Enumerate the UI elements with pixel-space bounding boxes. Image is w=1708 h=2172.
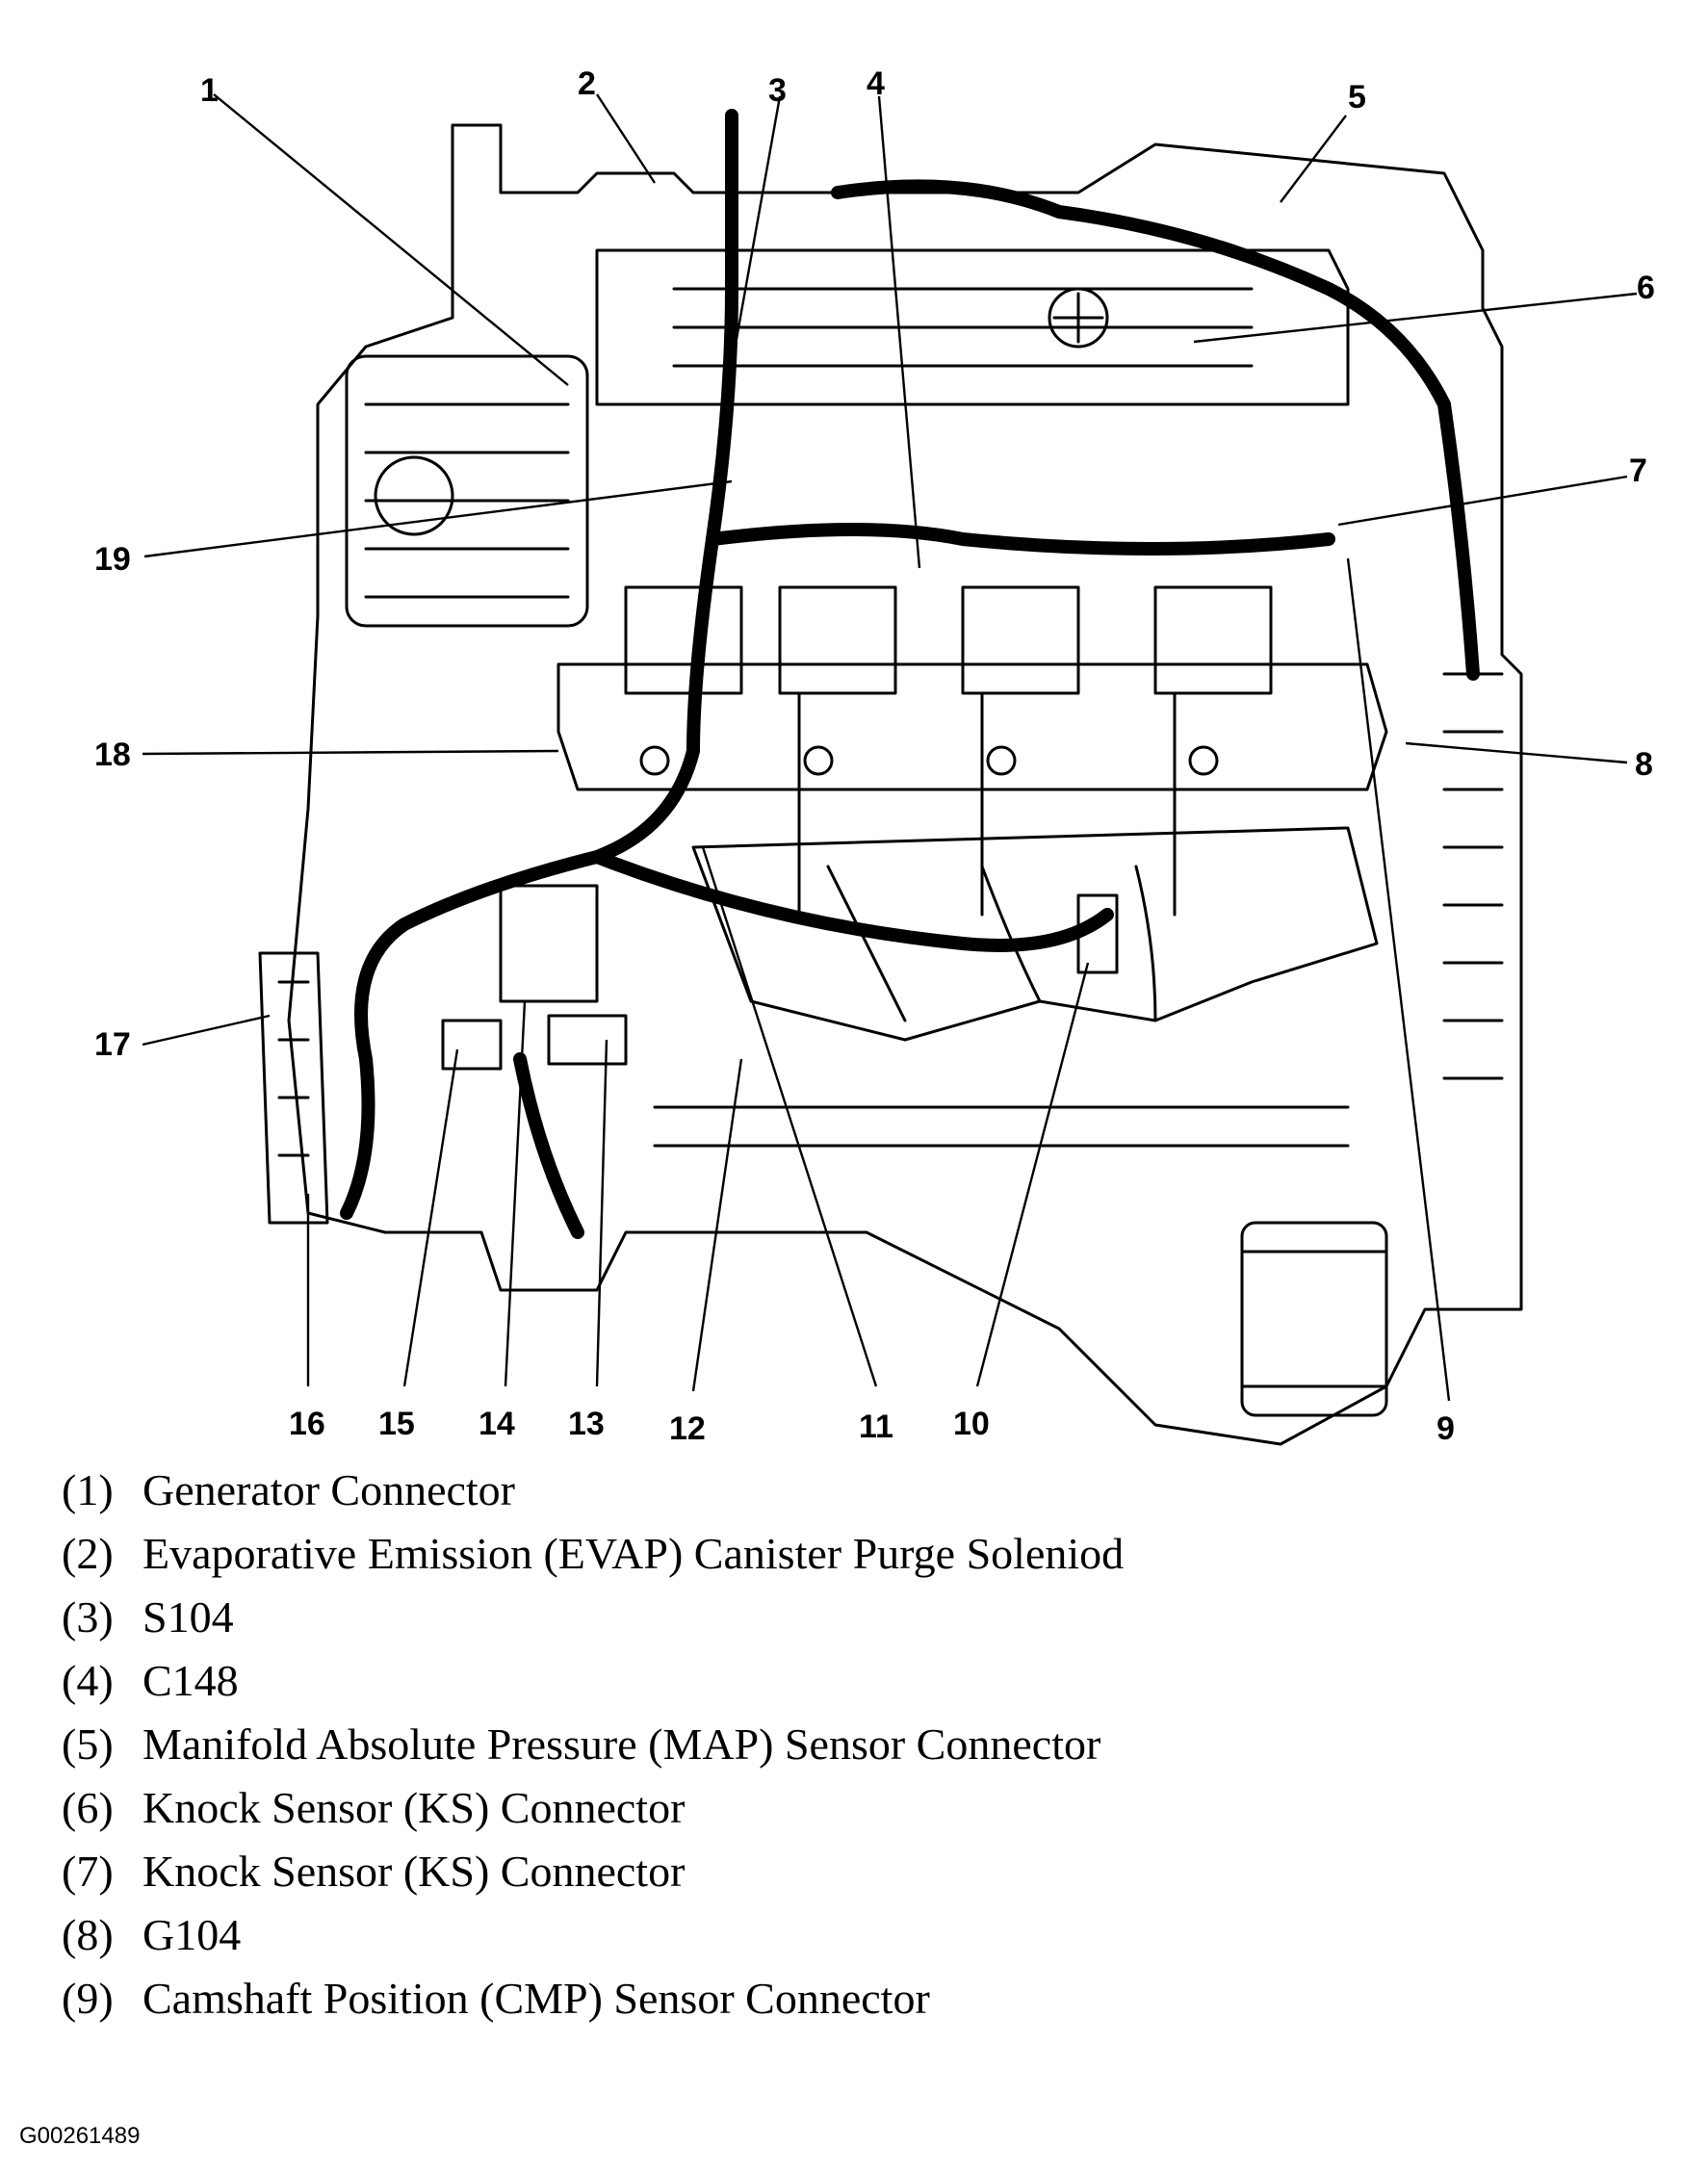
callout-6: 6 — [1637, 270, 1655, 306]
leader-5 — [1280, 115, 1347, 203]
legend: (1) Generator Connector (2) Evaporative … — [62, 1459, 1124, 2030]
callout-15: 15 — [378, 1406, 415, 1442]
legend-number: (2) — [62, 1529, 114, 1578]
leader-3 — [730, 95, 782, 367]
legend-item: (5) Manifold Absolute Pressure (MAP) Sen… — [62, 1713, 1124, 1776]
callout-5: 5 — [1348, 79, 1366, 116]
leader-15 — [402, 1048, 459, 1387]
legend-number: (5) — [62, 1720, 114, 1769]
leader-1 — [213, 93, 569, 386]
figure-id: G00261489 — [19, 2123, 141, 2149]
callout-2: 2 — [578, 65, 596, 102]
leader-13 — [595, 1039, 608, 1387]
callout-14: 14 — [479, 1406, 515, 1442]
callout-4: 4 — [867, 65, 885, 102]
legend-number: (4) — [62, 1656, 114, 1705]
callout-1: 1 — [200, 72, 219, 109]
legend-item: (2) Evaporative Emission (EVAP) Canister… — [62, 1522, 1124, 1586]
legend-label: Manifold Absolute Pressure (MAP) Sensor … — [142, 1720, 1101, 1769]
legend-item: (1) Generator Connector — [62, 1459, 1124, 1522]
legend-label: Generator Connector — [142, 1465, 516, 1514]
leader-18 — [142, 749, 559, 756]
callout-10: 10 — [953, 1406, 990, 1442]
leader-10 — [975, 962, 1090, 1387]
legend-item: (3) S104 — [62, 1586, 1124, 1649]
legend-number: (7) — [62, 1847, 114, 1896]
callout-12: 12 — [669, 1410, 706, 1447]
callout-18: 18 — [94, 737, 131, 773]
leader-6 — [1193, 292, 1638, 344]
legend-label: G104 — [142, 1910, 242, 1959]
callout-9: 9 — [1436, 1410, 1455, 1447]
leader-12 — [691, 1058, 743, 1392]
legend-label: Knock Sensor (KS) Connector — [142, 1783, 686, 1832]
legend-number: (3) — [62, 1592, 114, 1642]
legend-number: (1) — [62, 1465, 114, 1514]
callout-13: 13 — [568, 1406, 605, 1442]
legend-label: Evaporative Emission (EVAP) Canister Pur… — [142, 1529, 1125, 1578]
leader-11 — [701, 846, 878, 1387]
callout-3: 3 — [768, 72, 787, 109]
legend-label: Camshaft Position (CMP) Sensor Connector — [142, 1974, 930, 2023]
leader-8 — [1405, 741, 1628, 764]
legend-item: (7) Knock Sensor (KS) Connector — [62, 1840, 1124, 1903]
legend-number: (9) — [62, 1974, 114, 2023]
legend-item: (8) G104 — [62, 1903, 1124, 1967]
leader-19 — [143, 479, 733, 558]
legend-item: (4) C148 — [62, 1649, 1124, 1713]
leader-7 — [1337, 475, 1628, 527]
legend-label: S104 — [142, 1592, 234, 1642]
callout-11: 11 — [859, 1409, 893, 1445]
callout-19: 19 — [94, 541, 131, 578]
legend-label: C148 — [142, 1656, 239, 1705]
engine-illustration: 1 2 3 4 5 6 7 8 9 10 11 12 13 14 15 16 1… — [94, 65, 1655, 1447]
legend-item: (9) Camshaft Position (CMP) Sensor Conne… — [62, 1967, 1124, 2030]
leader-4 — [877, 95, 921, 569]
callout-16: 16 — [289, 1406, 325, 1442]
callout-17: 17 — [94, 1026, 131, 1063]
engine-diagram: 1 2 3 4 5 6 7 8 9 10 11 12 13 14 15 16 1… — [94, 65, 1655, 1447]
callout-8: 8 — [1635, 746, 1653, 783]
legend-item: (6) Knock Sensor (KS) Connector — [62, 1776, 1124, 1840]
callout-7: 7 — [1629, 452, 1647, 489]
leader-14 — [504, 1000, 527, 1387]
legend-number: (8) — [62, 1910, 114, 1959]
legend-label: Knock Sensor (KS) Connector — [142, 1847, 686, 1896]
leader-2 — [595, 93, 657, 184]
leader-9 — [1346, 557, 1451, 1402]
legend-number: (6) — [62, 1783, 114, 1832]
leader-17 — [142, 1014, 271, 1047]
